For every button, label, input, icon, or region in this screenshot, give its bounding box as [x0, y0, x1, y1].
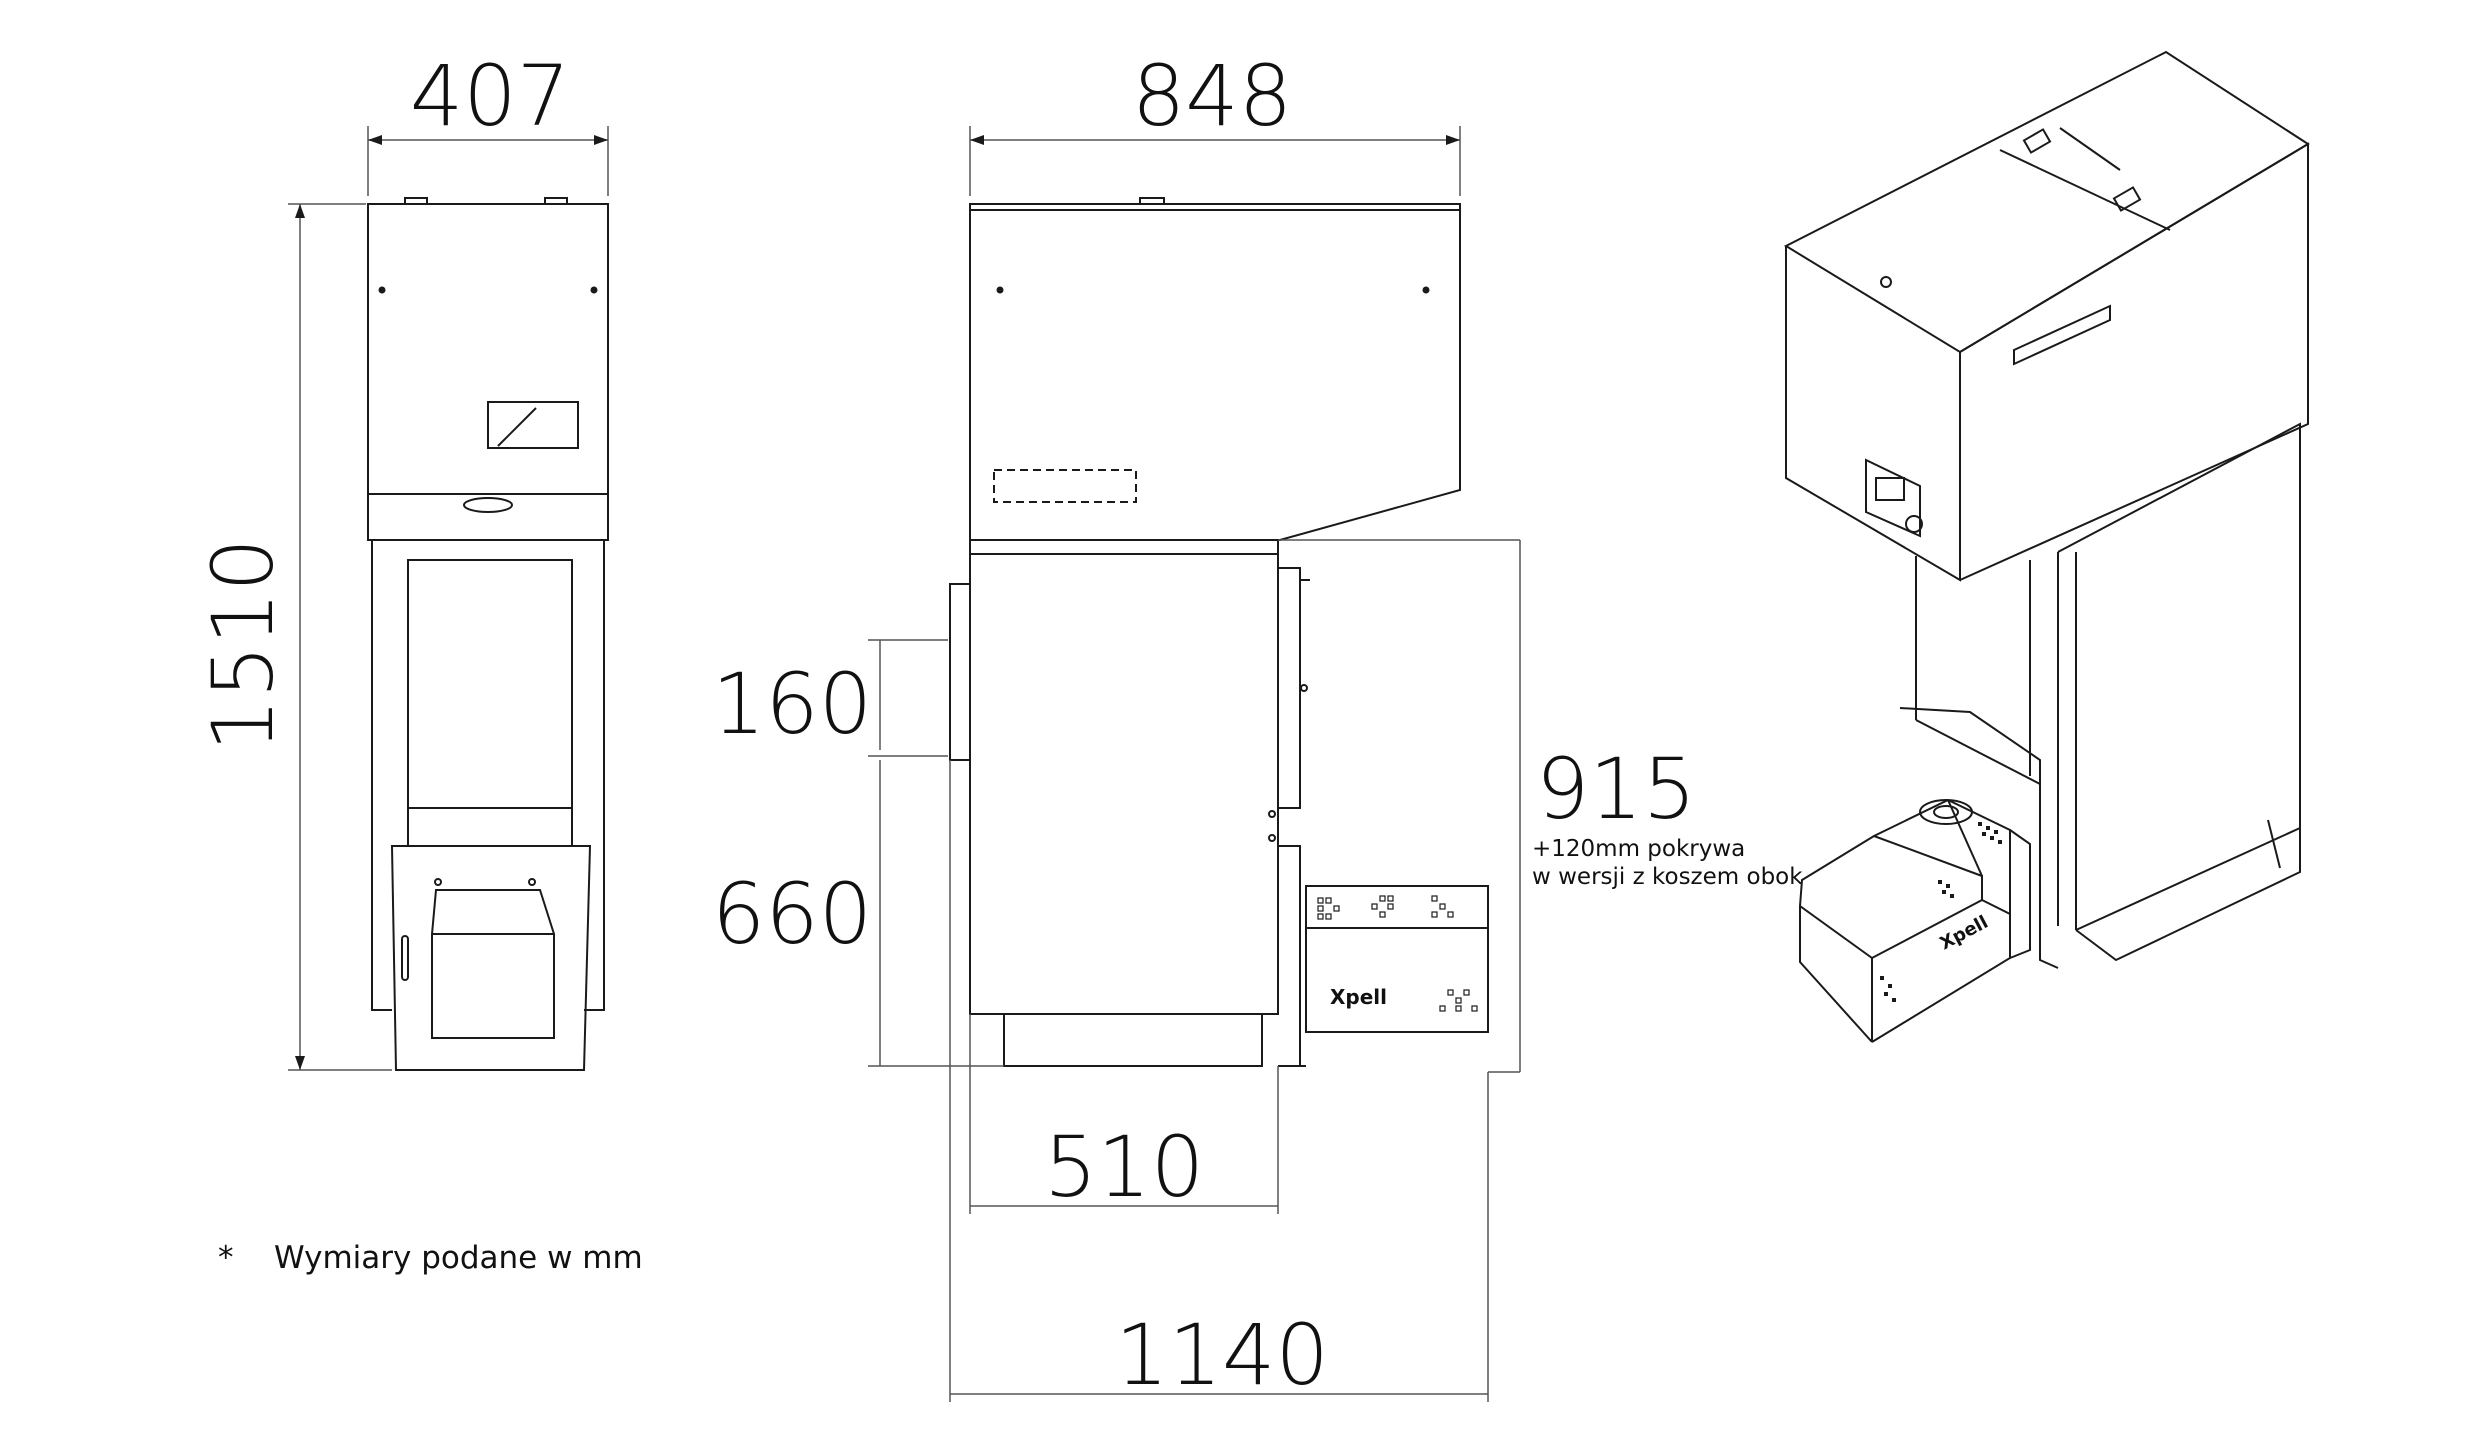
- arrow-height-top: [295, 204, 305, 218]
- arrow-side-left: [970, 135, 984, 145]
- burner-note-version: w wersji z koszem obok: [1532, 864, 1803, 890]
- arrow-height-bottom: [295, 1056, 305, 1070]
- footnote-asterisk: *: [218, 1240, 234, 1276]
- dim-height: 1510: [194, 538, 292, 752]
- footnote-text: Wymiary podane w mm: [274, 1240, 643, 1276]
- dim-front-width: 407: [410, 47, 570, 145]
- arrow-side-right: [1446, 135, 1460, 145]
- dim-side-width: 848: [1132, 47, 1292, 145]
- arrow-front-left: [368, 135, 382, 145]
- arrow-front-right: [594, 135, 608, 145]
- dim-burner-depth: 915: [1536, 740, 1696, 838]
- burner-note-cover: +120mm pokrywa: [1532, 836, 1745, 862]
- brand-logo-side: Xpell: [1330, 985, 1387, 1009]
- units-footnote: * Wymiary podane w mm: [218, 1240, 643, 1276]
- isometric-view: [1783, 50, 2310, 1043]
- iso-vent-dots: [1880, 822, 2002, 1002]
- dim-flue-level: 660: [712, 865, 872, 963]
- dim-total-depth: 1140: [1115, 1306, 1329, 1404]
- side-dimension-lines: [868, 126, 1521, 1402]
- dim-flue-height: 160: [712, 655, 872, 753]
- brand-logo-iso: Xpell: [1936, 912, 1991, 955]
- dim-boiler-depth: 510: [1044, 1118, 1204, 1216]
- front-view: [367, 197, 609, 1071]
- side-view: [949, 197, 1489, 1067]
- front-dimension-lines: [288, 126, 609, 1071]
- burner-vent-dots: [1317, 895, 1478, 1012]
